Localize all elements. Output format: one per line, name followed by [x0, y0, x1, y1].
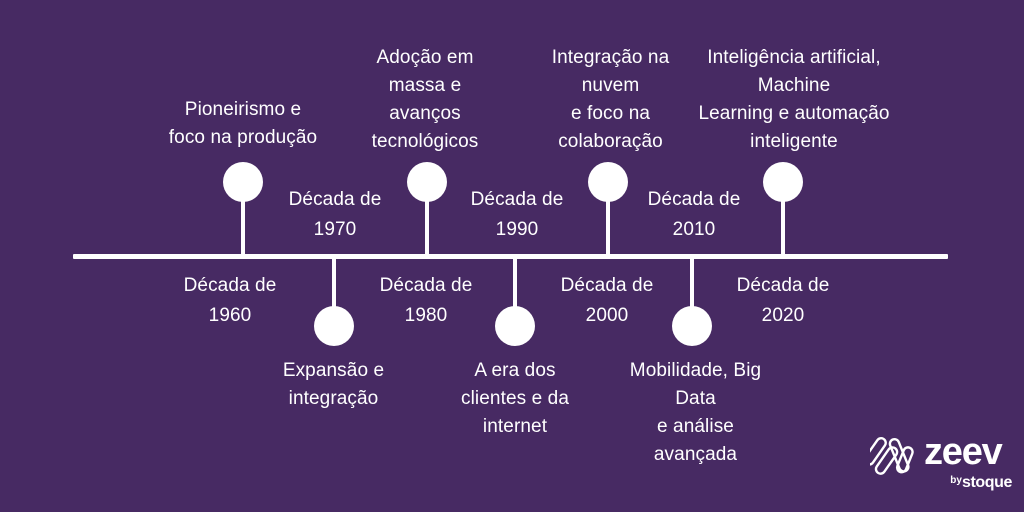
timeline-marker-1980[interactable]	[407, 162, 447, 202]
milestone-description-1990: A era dos clientes e da internet	[461, 360, 569, 437]
decade-label-1980: Década de 1980	[379, 275, 473, 326]
logo-stoque-label: stoque	[961, 474, 1012, 491]
timeline-stem-2000	[606, 196, 610, 258]
milestone-description-2000: Integração na nuvem e foco na colaboraçã…	[551, 47, 670, 152]
zeev-logo-mark-icon	[870, 437, 914, 475]
timeline-axis	[73, 254, 948, 259]
timeline-stem-2010	[690, 254, 694, 316]
timeline-stem-1980	[425, 196, 429, 258]
milestone-description-1960: Pioneirismo e foco na produção	[168, 99, 318, 148]
timeline-marker-2000[interactable]	[588, 162, 628, 202]
timeline-marker-2010[interactable]	[672, 306, 712, 346]
decade-label-2020: Década de 2020	[736, 275, 830, 326]
timeline-marker-1990[interactable]	[495, 306, 535, 346]
decade-label-1970: Década de 1970	[288, 189, 382, 240]
timeline-marker-1960[interactable]	[223, 162, 263, 202]
logo-by-label: by	[950, 475, 962, 486]
timeline-marker-1970[interactable]	[314, 306, 354, 346]
timeline-stem-2020	[781, 196, 785, 258]
decade-label-1990: Década de 1990	[470, 189, 564, 240]
timeline-stem-1970	[332, 254, 336, 316]
decade-label-1960: Década de 1960	[183, 275, 277, 326]
timeline-stem-1990	[513, 254, 517, 316]
logo-wordmark: zeev	[924, 431, 1003, 473]
logo-parent-brand: bystoque	[924, 472, 1012, 492]
milestone-description-1970: Expansão e integração	[282, 360, 385, 409]
decade-label-2000: Década de 2000	[560, 275, 654, 326]
brand-logo[interactable]: zeev bystoque	[866, 428, 1012, 498]
timeline-stem-1960	[241, 196, 245, 258]
milestone-description-1980: Adoção em massa e avanços tecnológicos	[371, 47, 479, 152]
timeline-marker-2020[interactable]	[763, 162, 803, 202]
decade-label-2010: Década de 2010	[647, 189, 741, 240]
milestone-description-2020: Inteligência artificial, Machine Learnin…	[698, 47, 890, 152]
milestone-description-2010: Mobilidade, Big Data e análise avançada	[629, 360, 762, 465]
